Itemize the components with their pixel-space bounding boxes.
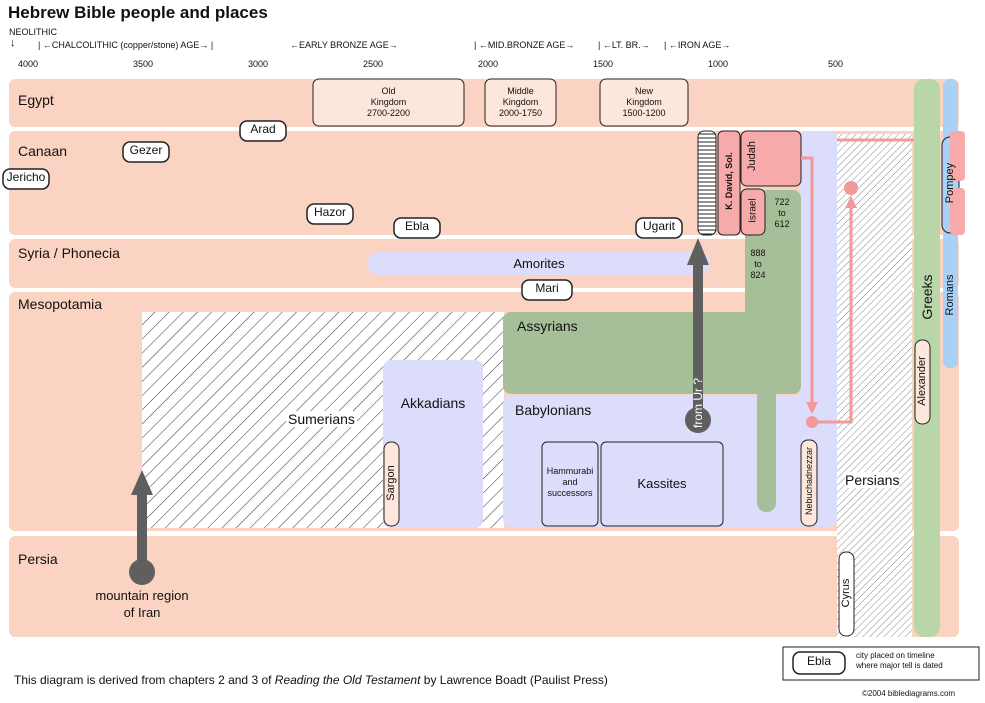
region-mesopotamia: Mesopotamia (18, 296, 103, 312)
return-arrow (812, 200, 853, 424)
exile-arrow (801, 156, 814, 412)
roman-canaan-band-2 (950, 188, 965, 235)
neolithic-label: NEOLITHIC (9, 27, 58, 37)
city-ugarit: Ugarit (642, 219, 675, 233)
from-ur-arrowhead (687, 238, 709, 265)
amorites-label: Amorites (513, 256, 565, 271)
gezer-marker (122, 141, 170, 163)
tick-3500: 3500 (133, 59, 154, 69)
band-persia (9, 536, 959, 637)
assyria-stem (757, 380, 776, 512)
arad-marker (239, 120, 287, 142)
david-solomon-label: K. David, Sol. (724, 152, 734, 210)
city-jericho: Jericho (6, 170, 46, 184)
band-egypt (9, 79, 959, 127)
iron-age-label: | ←IRON AGE→ (664, 40, 731, 50)
sargon-pill (383, 441, 400, 527)
city-ebla: Ebla (404, 219, 430, 233)
ebla-marker (393, 217, 441, 239)
city-arad: Arad (250, 122, 276, 136)
from-ur-origin (685, 407, 711, 433)
region-syria: Syria / Phonecia (18, 245, 120, 261)
cyrus-pill (838, 551, 855, 637)
exile-arrowhead (806, 402, 818, 414)
amorites-bar (368, 252, 710, 275)
cyrus-label: Cyrus (840, 578, 852, 608)
persians-label: Persians (845, 472, 900, 488)
romans-label: Romans (944, 274, 956, 316)
hazor-marker (306, 203, 354, 225)
late-bronze-label: | ←LT. BR.→ (598, 40, 650, 50)
jericho-marker (2, 168, 50, 190)
region-canaan: Canaan (18, 143, 68, 159)
return-arrowhead (845, 196, 857, 208)
alexander-pill (914, 339, 931, 425)
sumerians-label: Sumerians (286, 411, 357, 427)
babylon-canaan-extension (800, 131, 837, 527)
city-mari: Mari (535, 281, 559, 295)
pompey-label: Pompey (944, 162, 956, 204)
tick-1000: 1000 (708, 59, 729, 69)
tick-500: 500 (828, 59, 844, 69)
assyria-column (745, 190, 801, 394)
source-credit: This diagram is derived from chapters 2 … (14, 673, 608, 687)
akkadians-area (383, 360, 483, 528)
akkadians-label: Akkadians (400, 395, 466, 411)
israel-label: Israel (747, 198, 759, 223)
iran-arrowhead (131, 470, 153, 495)
ugarit-marker (635, 217, 683, 239)
nebuchadnezzar-label: Nebuchadnezzar (804, 446, 814, 516)
legend-city-marker (792, 651, 846, 675)
early-bronze-label: ←EARLY BRONZE AGE→ (290, 40, 398, 50)
page-title: Hebrew Bible people and places (8, 3, 268, 22)
tick-2500: 2500 (363, 59, 384, 69)
israel-box (740, 188, 766, 236)
legend-city-sample: Ebla (806, 654, 832, 668)
chalcolithic-label: | ←CHALCOLITHIC (copper/stone) AGE→ | (38, 40, 214, 50)
tick-1500: 1500 (593, 59, 614, 69)
city-markers (2, 120, 683, 301)
city-hazor: Hazor (313, 205, 346, 219)
return-dot (844, 181, 858, 195)
tick-3000: 3000 (248, 59, 269, 69)
mari-marker (521, 279, 573, 301)
old-kingdom-box (312, 78, 465, 127)
alexander-label: Alexander (916, 356, 928, 406)
tick-4000: 4000 (18, 59, 39, 69)
new-kingdom-box (599, 78, 689, 127)
nebuchadnezzar-pill (800, 439, 818, 527)
david-solomon-box (717, 130, 741, 236)
hammurabi-box (541, 441, 599, 527)
copyright: ©2004 biblediagrams.com (862, 689, 956, 698)
roman-canaan-band (950, 131, 965, 181)
kassites-box (600, 441, 724, 527)
kassites-label: Kassites (637, 476, 687, 491)
city-gezer: Gezer (129, 143, 163, 157)
mid-bronze-label: | ←MID.BRONZE AGE→ (474, 40, 575, 50)
assyrians-label: Assyrians (517, 318, 578, 334)
greeks-label: Greeks (919, 274, 935, 320)
hebrew-hatch-column (697, 130, 717, 236)
neolithic-arrow: ↓ (10, 37, 16, 49)
from-ur-label: from Ur ? (691, 378, 705, 429)
iran-origin (129, 559, 155, 585)
tick-2000: 2000 (478, 59, 499, 69)
region-egypt: Egypt (18, 92, 54, 108)
region-persia: Persia (18, 551, 58, 567)
sargon-label: Sargon (385, 465, 397, 501)
assyrians-area (503, 312, 801, 394)
middle-kingdom-box (484, 78, 557, 127)
babylonians-label: Babylonians (515, 402, 592, 418)
judah-label: Judah (746, 141, 758, 171)
